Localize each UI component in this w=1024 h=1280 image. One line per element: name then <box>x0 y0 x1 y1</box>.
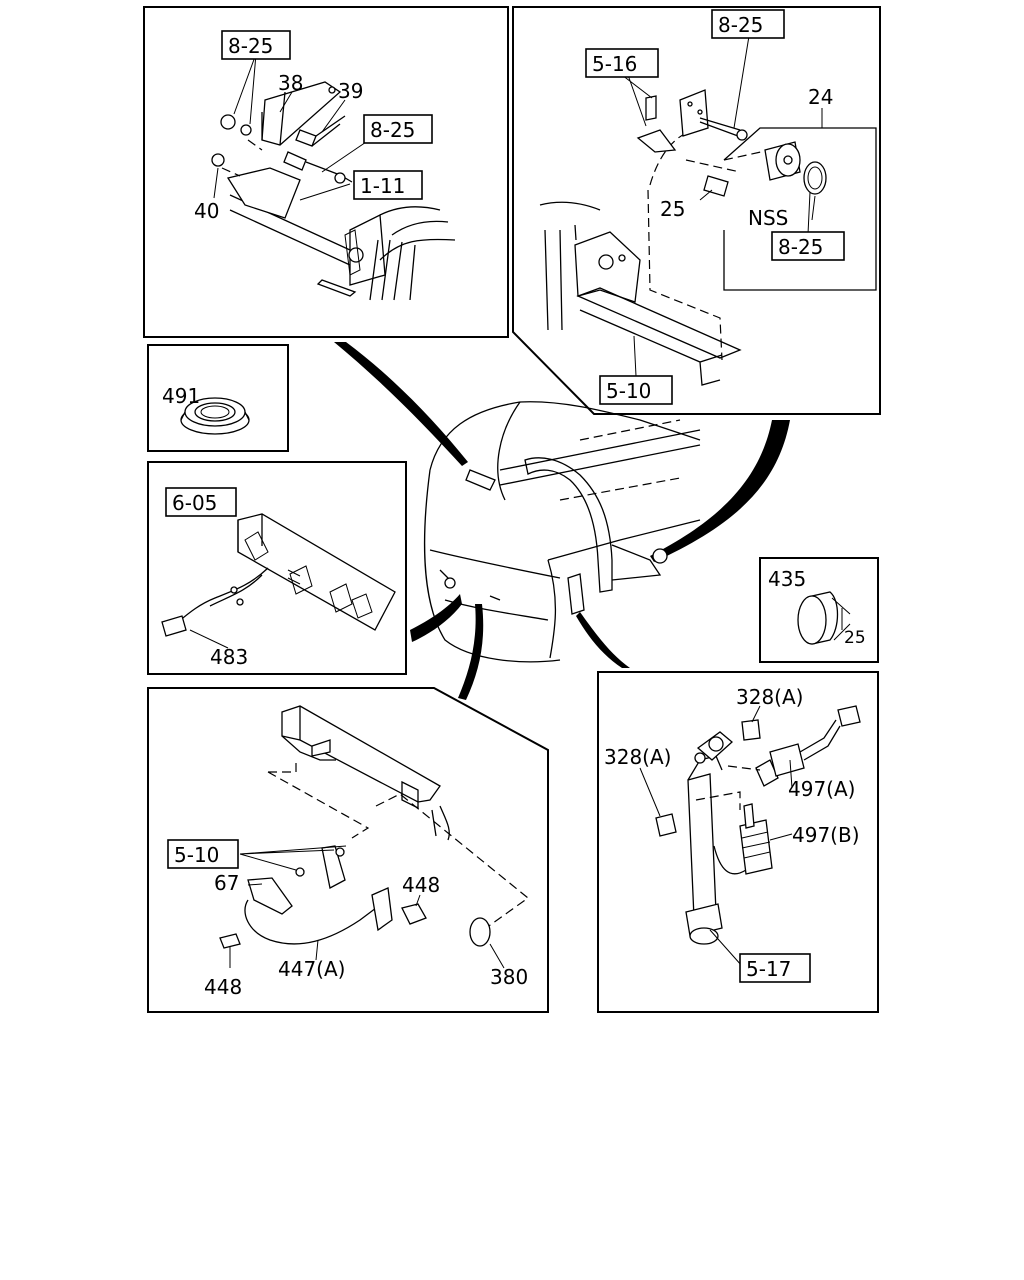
panel-plug-frame <box>759 557 879 663</box>
panel-switch: 6-05 483 <box>147 461 407 675</box>
part-label-448-right: 448 <box>402 873 440 897</box>
panel-bottom-right-frame <box>597 671 879 1013</box>
panel-bottom-left-frame <box>147 687 549 1013</box>
panel-bottom-left: 5-10 67 448 448 447(A) 380 <box>147 687 549 1013</box>
panel-seal-frame <box>147 344 289 452</box>
part-label-67: 67 <box>214 871 239 895</box>
part-label-39: 39 <box>338 79 363 103</box>
part-label-435: 435 <box>768 567 806 591</box>
ref-8-25-top: 8-25 <box>228 34 273 58</box>
panel-top-left-frame <box>143 6 509 338</box>
ref-8-25-mid: 8-25 <box>370 118 415 142</box>
part-label-448-left: 448 <box>204 975 242 999</box>
ref-8-25-nss: 8-25 <box>778 235 823 259</box>
panel-switch-frame <box>147 461 407 675</box>
ref-5-10-bottom: 5-10 <box>174 843 219 867</box>
part-label-497b: 497(B) <box>792 823 860 847</box>
ref-8-25-top-right: 8-25 <box>718 13 763 37</box>
part-label-40: 40 <box>194 199 219 223</box>
part-label-24: 24 <box>808 85 833 109</box>
panel-seal: 491 <box>147 344 289 452</box>
part-label-447a: 447(A) <box>278 957 345 981</box>
ref-1-11: 1-11 <box>360 174 405 198</box>
panel-top-right-frame <box>512 6 881 415</box>
part-label-38: 38 <box>278 71 303 95</box>
ref-5-10-top-right: 5-10 <box>606 379 651 403</box>
panel-top-right: 8-25 5-16 24 25 NSS 8-25 5-10 <box>512 6 881 415</box>
part-label-380: 380 <box>490 965 528 989</box>
panel-bottom-right: 328(A) 328(A) 497(A) 497(B) 5-17 <box>597 671 879 1013</box>
part-label-328a-top: 328(A) <box>736 685 803 709</box>
ref-5-17: 5-17 <box>746 957 791 981</box>
part-label-25: 25 <box>660 197 685 221</box>
central-cab-drawing <box>334 342 790 700</box>
part-label-483: 483 <box>210 645 248 669</box>
ref-6-05: 6-05 <box>172 491 217 515</box>
part-label-497a: 497(A) <box>788 777 855 801</box>
ref-5-16: 5-16 <box>592 52 637 76</box>
part-label-491: 491 <box>162 384 200 408</box>
part-label-nss: NSS <box>748 206 788 230</box>
part-label-328a-left: 328(A) <box>604 745 671 769</box>
panel-top-left: 8-25 38 39 8-25 1-11 40 <box>143 6 509 338</box>
dimension-label-25: 25 <box>844 628 866 648</box>
panel-plug: 435 25 <box>759 557 879 663</box>
